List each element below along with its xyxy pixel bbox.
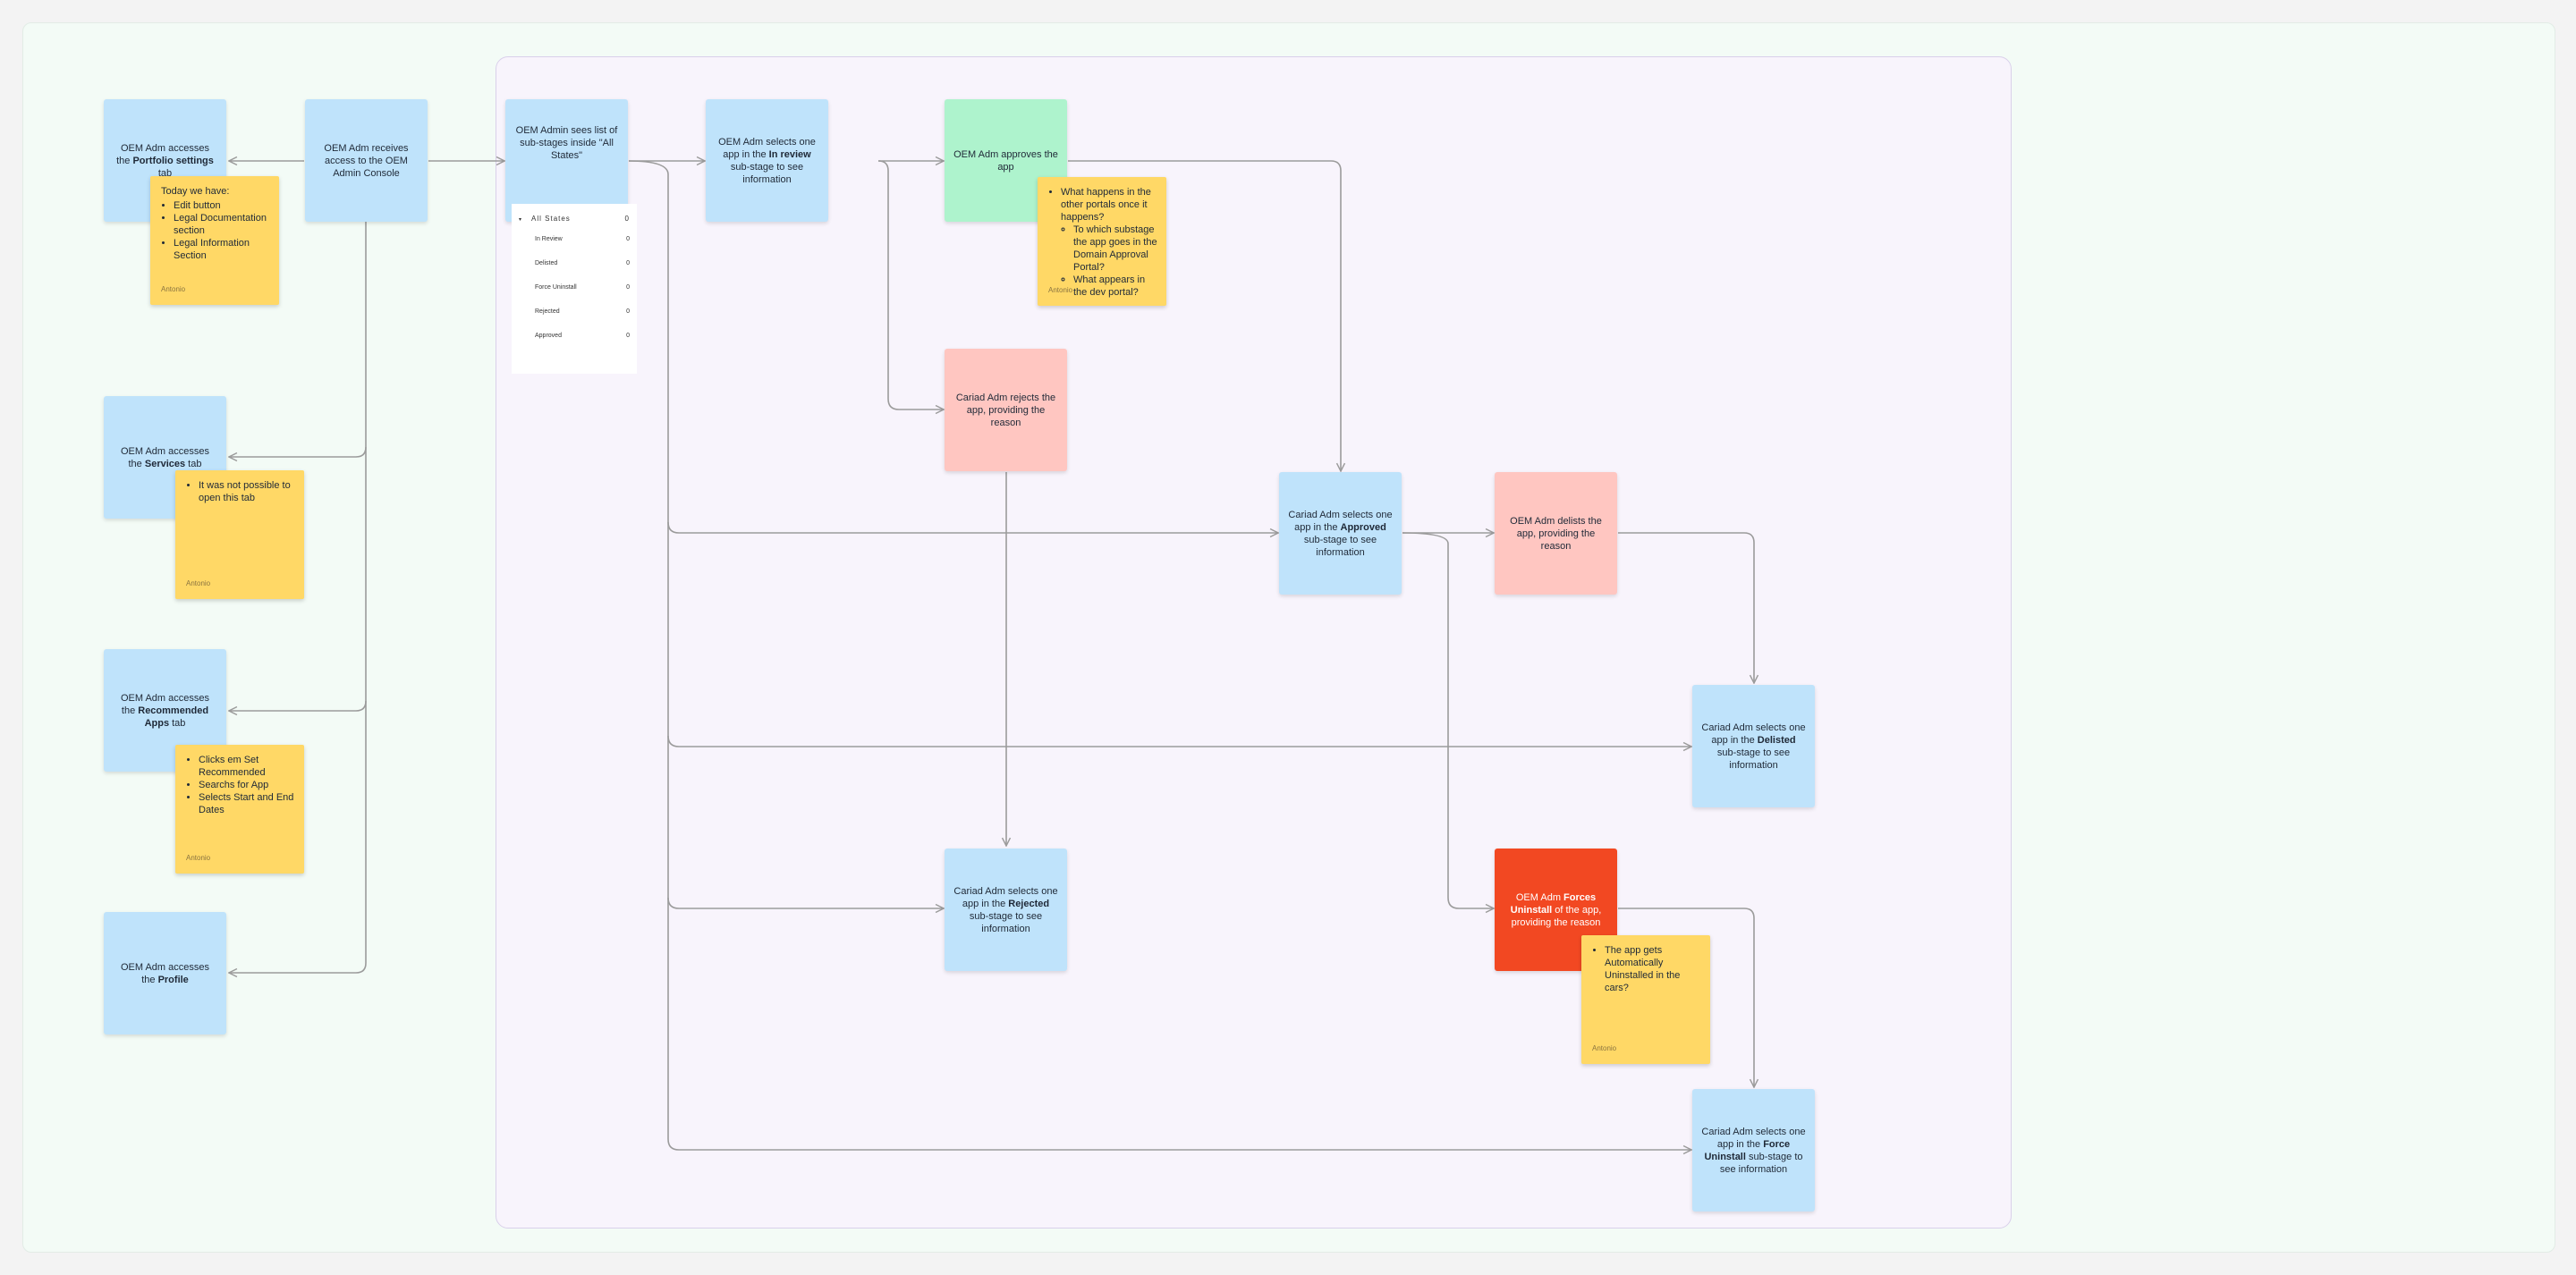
sticky-recommended-apps-tab[interactable]: OEM Adm accesses the Recommended Apps ta… bbox=[104, 649, 226, 772]
sticky-rejected-substage[interactable]: Cariad Adm selects one app in the Reject… bbox=[945, 849, 1067, 971]
edge-approves-approved bbox=[1068, 160, 1341, 471]
note-forces[interactable]: The app gets Automatically Uninstalled i… bbox=[1581, 935, 1710, 1064]
edge-forces-forceuninstall bbox=[1618, 908, 1754, 1087]
edge-delists-delisted bbox=[1618, 532, 1754, 683]
edge-receives-profile bbox=[229, 701, 367, 973]
note-recommended[interactable]: Clicks em Set Recommended Searchs for Ap… bbox=[175, 745, 304, 874]
sticky-rejects-app[interactable]: Cariad Adm rejects the app, providing th… bbox=[945, 349, 1067, 471]
states-header: ▾All States 0 bbox=[519, 214, 630, 223]
caret-down-icon: ▾ bbox=[519, 216, 523, 223]
sticky-sees-substages[interactable]: OEM Admin sees list of sub-stages inside… bbox=[505, 99, 628, 222]
app-states-section bbox=[496, 56, 2012, 1229]
edge-inreview-rejects bbox=[877, 160, 944, 410]
sticky-in-review[interactable]: OEM Adm selects one app in the In review… bbox=[706, 99, 828, 222]
sticky-profile[interactable]: OEM Adm accesses the Profile bbox=[104, 912, 226, 1034]
note-approves[interactable]: What happens in the other portals once i… bbox=[1038, 177, 1166, 306]
sticky-receives-access[interactable]: OEM Adm receives access to the OEM Admin… bbox=[305, 99, 428, 222]
sticky-delisted-substage[interactable]: Cariad Adm selects one app in the Delist… bbox=[1692, 685, 1815, 807]
edge-list-rejected bbox=[667, 736, 944, 908]
sticky-delists-app[interactable]: OEM Adm delists the app, providing the r… bbox=[1495, 472, 1617, 595]
sticky-approved-substage[interactable]: Cariad Adm selects one app in the Approv… bbox=[1279, 472, 1402, 595]
note-services[interactable]: It was not possible to open this tab Ant… bbox=[175, 470, 304, 599]
note-portfolio[interactable]: Today we have: Edit button Legal Documen… bbox=[150, 176, 279, 305]
edge-list-forceuninstall bbox=[667, 898, 1691, 1150]
edge-approved-forces bbox=[1402, 532, 1494, 908]
sticky-force-uninstall-substage[interactable]: Cariad Adm selects one app in the Force … bbox=[1692, 1089, 1815, 1212]
